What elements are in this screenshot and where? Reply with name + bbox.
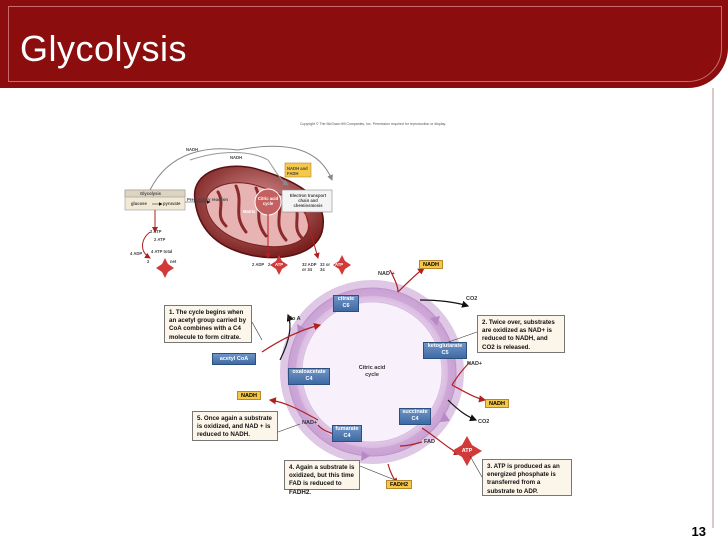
nadh-1-badge: NADH [419, 260, 443, 269]
citrate-carbon: C6 [342, 303, 350, 309]
oxaloacetate-carbon: C4 [305, 376, 313, 382]
fad-label: FAD [424, 439, 435, 445]
co2-1-label: CO2 [466, 296, 478, 302]
cycle-arrows [261, 267, 487, 485]
adp-2-label: 2 ADP [252, 262, 265, 267]
atp-net-count: 2 [147, 259, 150, 264]
adp-4-label: 4 ADP [130, 251, 143, 256]
citrate-label: citrate [337, 296, 355, 302]
nadh-3-badge: NADH [237, 391, 261, 400]
citrate-node: citrate C6 [333, 295, 359, 312]
atp-2b-label: 2 ATP [154, 237, 166, 242]
glucose-label: glucose [131, 201, 147, 206]
acetyl-coa-node: acetyl CoA [212, 353, 256, 365]
oxaloacetate-node: oxaloacetate C4 [288, 368, 330, 385]
mito-nadh-fadh: NADH and FADH [287, 166, 308, 176]
nad-plus-1: NAD + [378, 271, 395, 277]
adp-32-label: 32 ADP or 34 [302, 262, 317, 272]
glycolysis-box-label: Glycolysis [140, 191, 161, 196]
oxaloacetate-label: oxaloacetate [292, 369, 326, 375]
cycle-center-label: Citric acid cycle [358, 365, 386, 378]
fumarate-carbon: C4 [343, 433, 351, 439]
nad-plus-2: NAD+ [467, 361, 483, 367]
atp-4-total-label: 4 ATP total [151, 249, 173, 254]
side-rule [712, 88, 714, 528]
mito-nadh-mid: NADH [230, 155, 243, 160]
callout-step-3: 3. ATP is produced as an energized phosp… [482, 459, 572, 496]
copyright-text: Copyright © The McGraw-Hill Companies, I… [300, 122, 447, 126]
ketoglutarate-carbon: C5 [441, 350, 449, 356]
nadh-2-badge: NADH [485, 399, 509, 408]
mito-citric-cycle-label: Citric acid cycle [257, 196, 279, 206]
ketoglutarate-label: ketoglutarate [427, 343, 463, 349]
mitochondrion-illustration [124, 145, 351, 278]
succinate-label: succinate [402, 409, 428, 415]
atp-burst [452, 436, 482, 466]
ketoglutarate-node: ketoglutarate C5 [423, 342, 467, 359]
atp-2-label: 2 ATP [150, 229, 162, 234]
atp-cycle-badge: ATP [275, 262, 284, 267]
atp-cycle-label: ATP [461, 448, 473, 454]
coa-label: Co A [288, 316, 301, 322]
fadh2-badge: FADH2 [386, 480, 412, 489]
fumarate-label: fumarate [335, 426, 359, 432]
page-number: 13 [691, 524, 706, 539]
atp-32-label: 32 or 34 [320, 262, 331, 272]
fumarate-node: fumarate C4 [332, 425, 362, 442]
callout-step-2: 2. Twice over, substrates are oxidized a… [477, 315, 565, 353]
succinate-node: succinate C4 [399, 408, 431, 425]
callout-step-5: 5. Once again a substrate is oxidized, a… [192, 411, 278, 441]
matrix-label: Matrix [243, 209, 256, 214]
atp-net-suffix: net [170, 259, 177, 264]
succinate-carbon: C4 [411, 416, 419, 422]
two-label: 2 [268, 262, 271, 267]
atp-net-badge: ATP [153, 259, 162, 264]
banner-border [8, 6, 722, 82]
preparatory-reaction-label: Preparatory reaction [187, 197, 228, 202]
pyruvate-label: pyruvate [163, 201, 181, 206]
etc-label: Electron transport chain and chemiosmosi… [289, 193, 327, 208]
co2-2-label: CO2 [478, 419, 490, 425]
callout-step-4: 4. Again a substrate is oxidized, but th… [284, 460, 360, 496]
slide-title: Glycolysis [20, 28, 188, 69]
title-banner: Glycolysis [0, 0, 728, 88]
nad-plus-3: NAD+ [302, 420, 318, 426]
atp-etc-badge: ATP [335, 262, 344, 267]
callout-step-1: 1. The cycle begins when an acetyl group… [164, 305, 252, 343]
mito-nadh-top: NADH [186, 147, 199, 152]
